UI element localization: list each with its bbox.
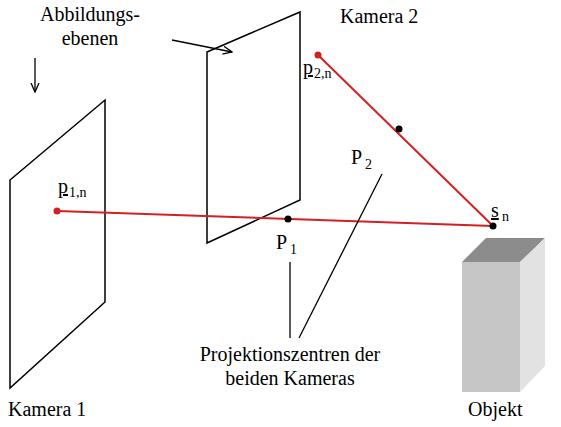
center-index: 2 (365, 157, 372, 174)
camera-label: Kamera 2 (340, 4, 418, 28)
center-caption: Projektionszentren der beiden Kameras (195, 342, 385, 390)
object-point (490, 223, 497, 230)
plane-label: Abbildungs- ebenen (30, 2, 150, 50)
image-point (54, 208, 61, 215)
projection-center (285, 216, 292, 223)
image-point (315, 52, 322, 59)
center-label: P (276, 230, 287, 254)
projection-ray (57, 211, 493, 226)
image-plane (207, 12, 300, 243)
projection-ray (318, 55, 493, 226)
point-label: s (491, 198, 499, 222)
leader-arrow (34, 58, 35, 92)
point-index: 1,n (69, 185, 87, 202)
center-label: P (351, 145, 362, 169)
projection-center (396, 126, 403, 133)
point-index: 2,n (314, 66, 332, 83)
object-front (462, 262, 520, 392)
camera-label: Kamera 1 (8, 397, 86, 421)
object-label: Objekt (468, 397, 522, 421)
leader-line (299, 174, 382, 338)
center-index: 1 (290, 242, 297, 259)
leader-line (289, 262, 290, 338)
object-side (520, 238, 545, 392)
point-label: p (303, 55, 313, 79)
point-label: p (58, 174, 68, 198)
point-index: n (502, 209, 509, 226)
image-plane (10, 100, 105, 388)
leader-arrow (172, 40, 232, 52)
